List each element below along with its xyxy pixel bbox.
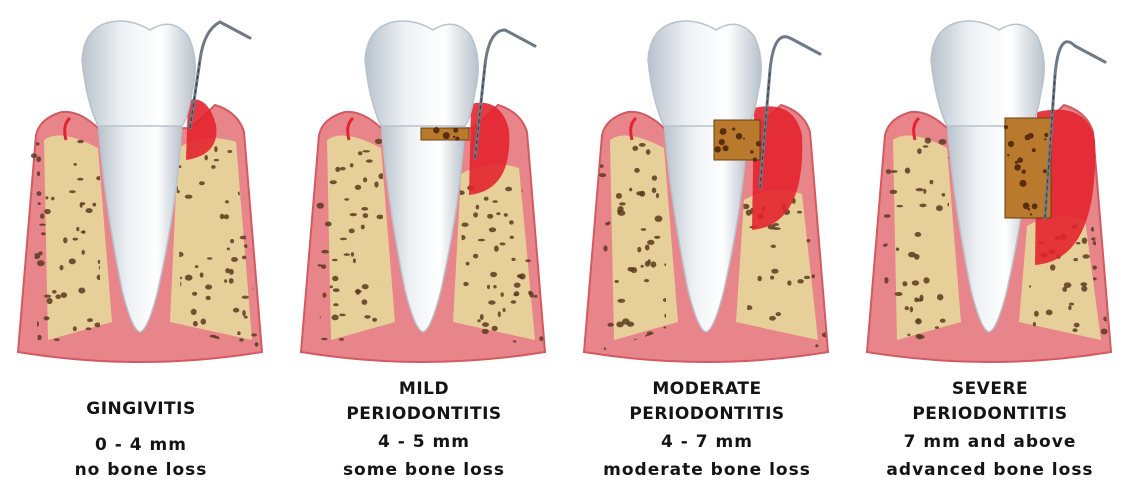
calculus-spot	[1025, 135, 1031, 141]
calculus-spot	[740, 134, 742, 136]
calculus-spot	[1043, 169, 1047, 173]
pocket-depth: 0 - 4 mm	[0, 433, 282, 457]
calculus-spot	[1004, 125, 1008, 129]
calculus-spot	[1007, 154, 1009, 156]
bone-loss-label: no bone loss	[0, 458, 282, 482]
stage-title-line1: MILD	[283, 378, 565, 400]
calculus-spot	[1044, 133, 1048, 137]
calculus-spot	[1008, 141, 1014, 147]
calculus-spot	[753, 158, 757, 162]
pocket-depth: 7 mm and above	[849, 430, 1131, 454]
calculus-spot	[1044, 138, 1046, 140]
calculus-spot	[453, 128, 458, 133]
tooth-diagram-mild	[283, 0, 565, 370]
calculus-spot	[1030, 213, 1032, 215]
stage-title-line1: SEVERE	[849, 378, 1131, 400]
stage-panel-severe-periodontitis: SEVERE PERIODONTITIS 7 mm and above adva…	[849, 0, 1131, 486]
calculus-spot	[443, 132, 450, 139]
calculus-spot	[453, 136, 455, 138]
tooth-diagram-severe	[849, 0, 1131, 370]
tooth-crown	[365, 21, 478, 126]
stage-title: GINGIVITIS	[0, 398, 282, 420]
calculus-spot	[1020, 180, 1027, 187]
stage-title-line1: MODERATE	[566, 378, 848, 400]
stage-panel-moderate-periodontitis: MODERATE PERIODONTITIS 4 - 7 mm moderate…	[566, 0, 848, 486]
bone-loss-label: some bone loss	[283, 458, 565, 482]
calculus-spot	[715, 146, 721, 152]
stage-title-line2: PERIODONTITIS	[283, 403, 565, 425]
calculus-spot	[719, 139, 725, 145]
tooth-crown	[82, 21, 195, 126]
calculus-spot	[433, 127, 439, 133]
calculus-spot	[723, 145, 729, 151]
calculus-spot	[1014, 164, 1021, 171]
calculus-spot	[1015, 161, 1018, 164]
calculus-spot	[756, 141, 761, 146]
tooth-diagram-gingivitis	[0, 0, 282, 370]
stage-panel-gingivitis: GINGIVITIS 0 - 4 mm no bone loss	[0, 0, 282, 486]
calculus-spot	[1032, 148, 1036, 152]
stage-title-line2: PERIODONTITIS	[566, 403, 848, 425]
tooth-crown	[931, 21, 1044, 126]
calculus-spot	[1023, 203, 1030, 210]
calculus-deposit	[1005, 118, 1051, 218]
calculus-spot	[743, 138, 745, 140]
calculus-spot	[1032, 203, 1038, 209]
calculus-spot	[1017, 157, 1023, 163]
calculus-spot	[455, 137, 459, 141]
pocket-depth: 4 - 5 mm	[283, 430, 565, 454]
bone-loss-label: moderate bone loss	[566, 458, 848, 482]
pocket-depth: 4 - 7 mm	[566, 430, 848, 454]
calculus-spot	[1022, 170, 1026, 174]
calculus-spot	[750, 150, 753, 153]
bone-loss-label: advanced bone loss	[849, 458, 1131, 482]
stage-title-line2: PERIODONTITIS	[849, 403, 1131, 425]
tooth-diagram-moderate	[566, 0, 848, 370]
tooth-crown	[648, 21, 761, 126]
calculus-spot	[732, 127, 735, 130]
stage-panel-mild-periodontitis: MILD PERIODONTITIS 4 - 5 mm some bone lo…	[283, 0, 565, 486]
calculus-spot	[724, 129, 726, 131]
